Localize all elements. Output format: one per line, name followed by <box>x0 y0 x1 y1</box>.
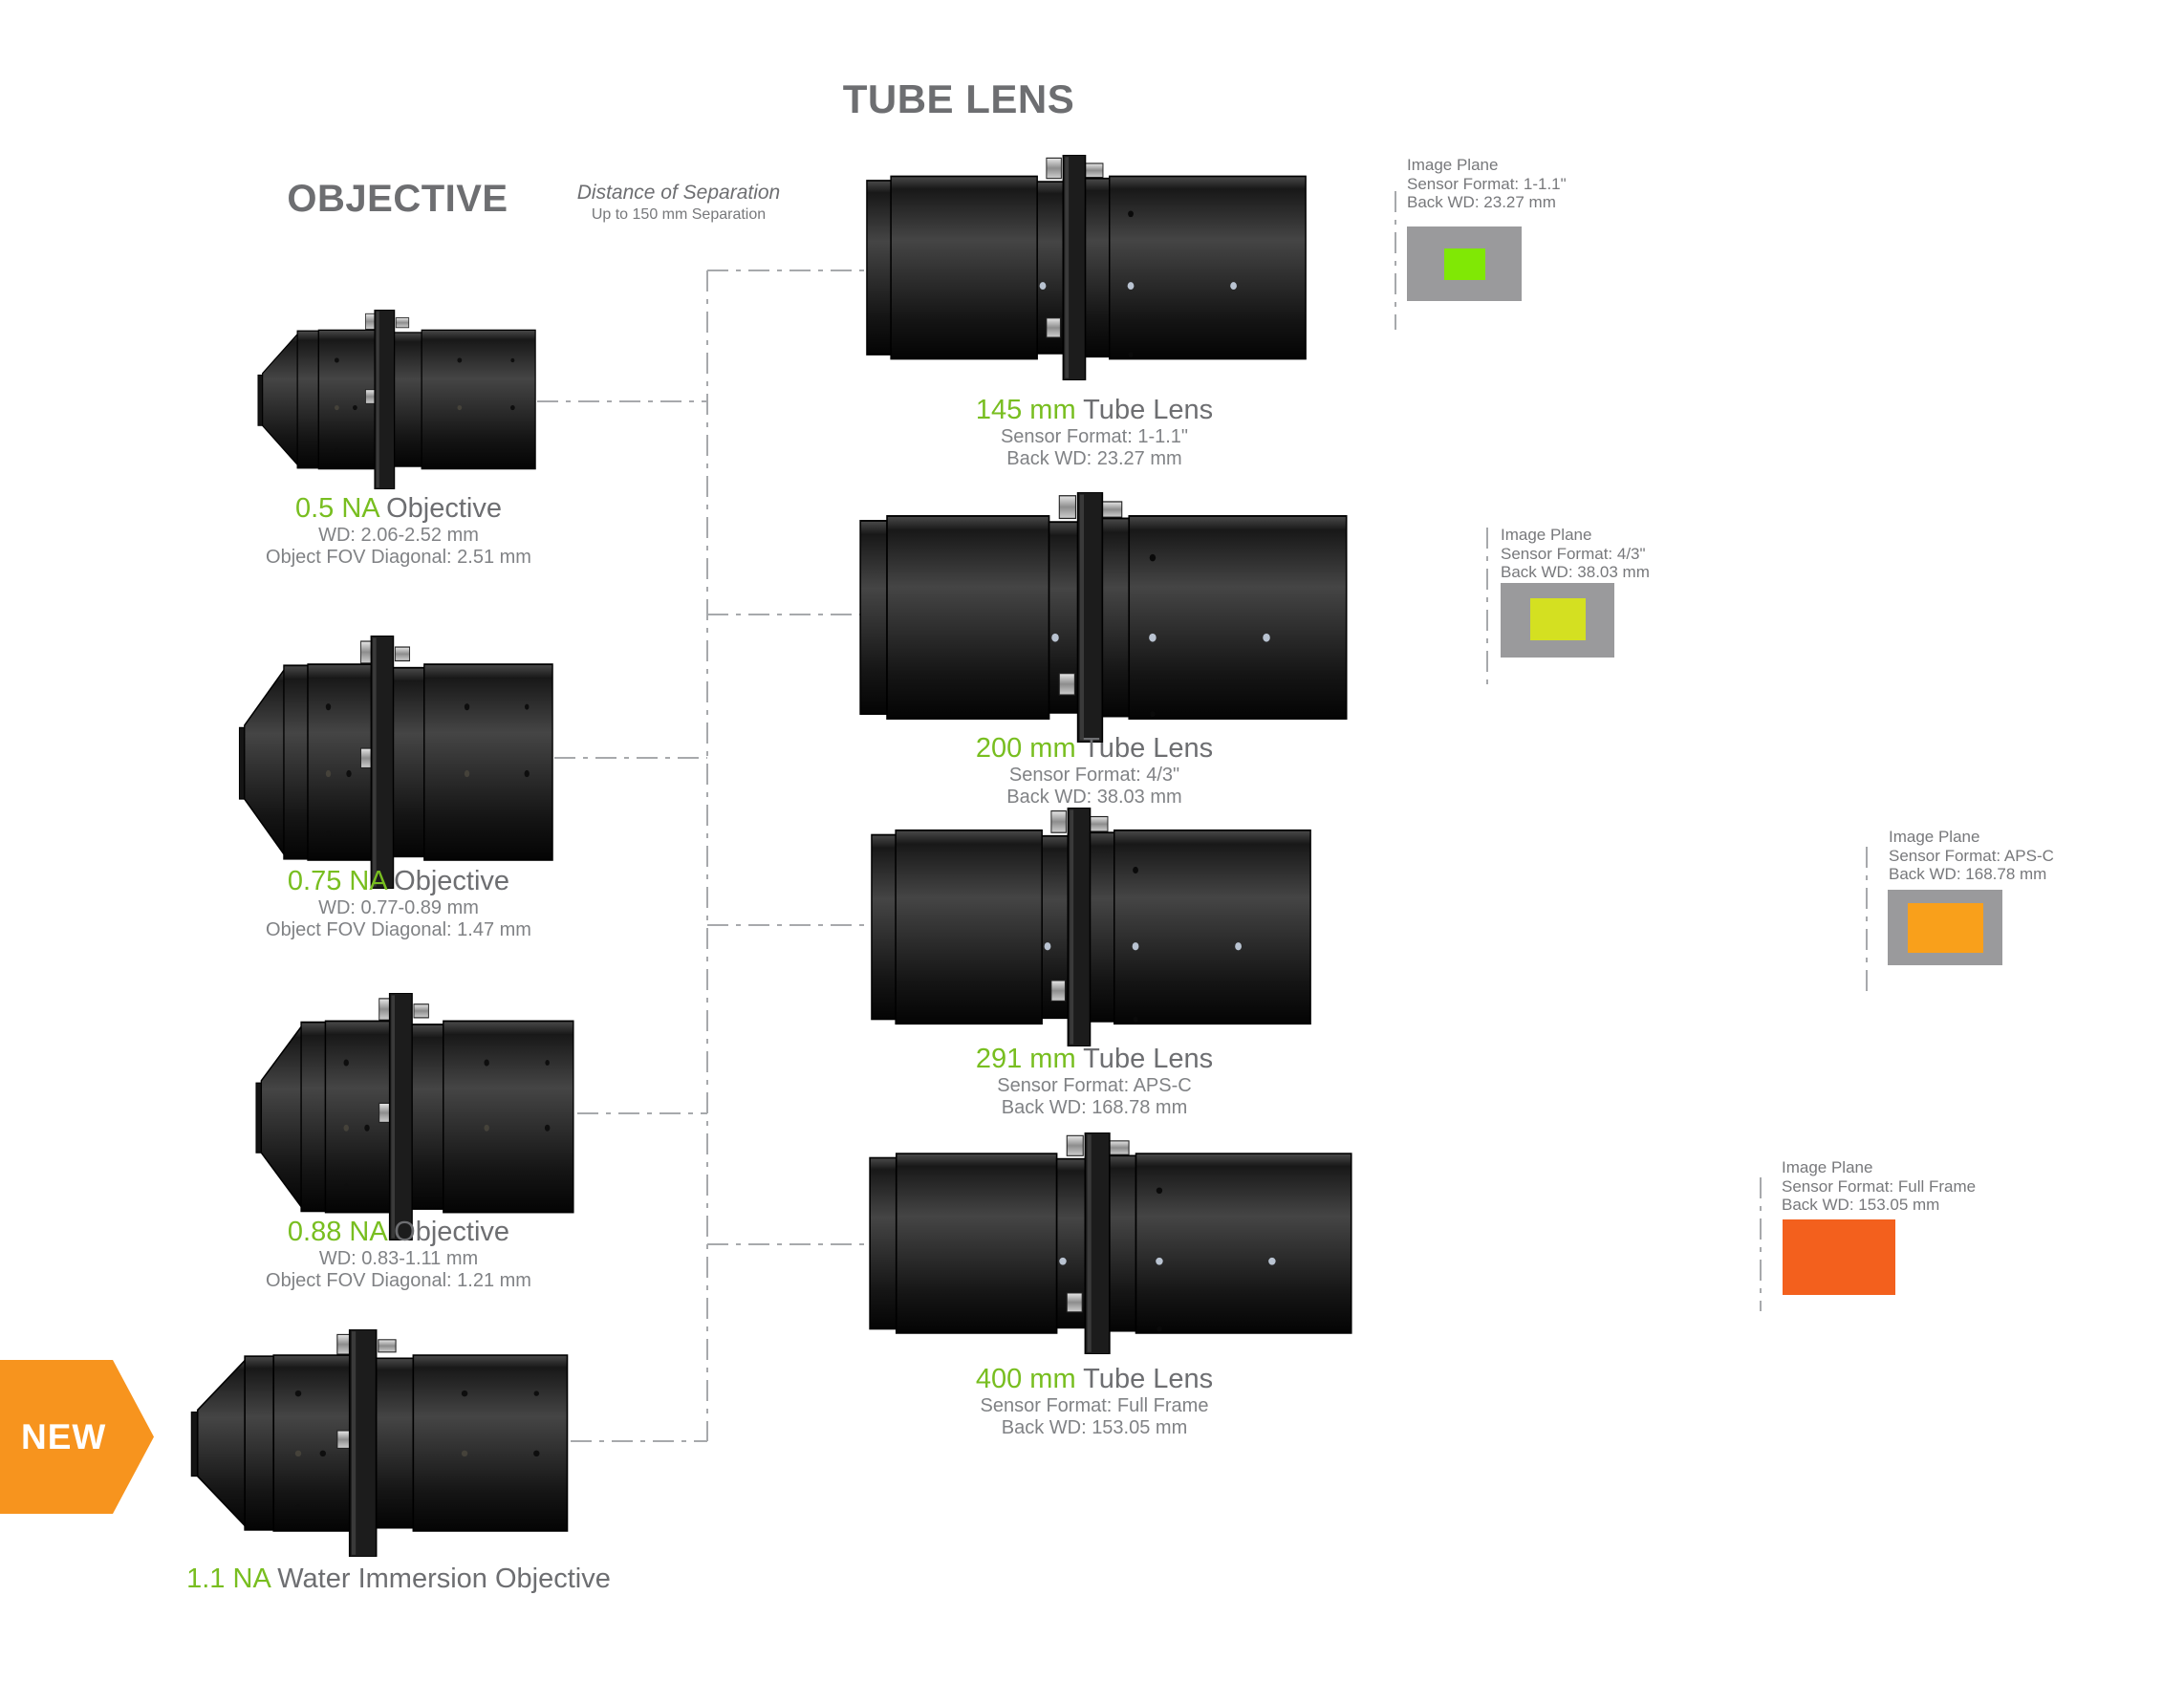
tube-lens-label-145: 145 mm Tube Lens Sensor Format: 1-1.1" B… <box>855 394 1333 470</box>
objective-na-1: 0.5 NA <box>294 493 379 524</box>
tube-lens-title-145: 145 mm Tube Lens <box>975 395 1214 425</box>
sensor-swatch-2 <box>1530 598 1586 640</box>
tube-lens-sensor-145: Sensor Format: 1-1.1" <box>1000 426 1189 447</box>
image-plane-title-2: Image Plane <box>1501 526 1592 544</box>
image-plane-box-1 <box>1407 226 1522 301</box>
image-plane-sensor-1: Sensor Format: 1-1.1" <box>1407 174 1567 193</box>
tube-lens-graphic-145 <box>866 155 1307 380</box>
objective-graphic-3 <box>255 993 574 1240</box>
new-badge: NEW <box>0 1360 154 1514</box>
tube-lens-backwd-145: Back WD: 23.27 mm <box>1006 448 1182 469</box>
image-plane-box-2 <box>1501 583 1614 658</box>
image-plane-box-3 <box>1888 890 2002 965</box>
tube-lens-backwd-291: Back WD: 168.78 mm <box>1001 1097 1188 1118</box>
objective-na-2: 0.75 NA <box>287 866 387 896</box>
objective-graphic-2 <box>238 636 553 889</box>
tube-lens-title-400: 400 mm Tube Lens <box>975 1364 1214 1394</box>
image-plane-backwd-2: Back WD: 38.03 mm <box>1501 563 1650 581</box>
objective-label-2: 0.75 NA Objective WD: 0.77-0.89 mm Objec… <box>160 865 638 941</box>
separation-note: Distance of Separation Up to 150 mm Sepa… <box>511 182 846 226</box>
image-plane-title-4: Image Plane <box>1782 1158 1873 1176</box>
tube-lens-heading: TUBE LENS <box>842 76 1075 121</box>
tube-lens-backwd-200: Back WD: 38.03 mm <box>1006 787 1182 808</box>
objective-wd-3: WD: 0.83-1.11 mm <box>318 1248 479 1269</box>
tube-lens-focal-200: 200 mm <box>975 733 1076 764</box>
objective-fov-2: Object FOV Diagonal: 1.47 mm <box>266 919 531 940</box>
separation-note-line1: Distance of Separation <box>576 182 781 204</box>
objective-fov-3: Object FOV Diagonal: 1.21 mm <box>266 1270 531 1291</box>
tube-lens-graphic-291 <box>871 808 1312 1046</box>
image-plane-sensor-4: Sensor Format: Full Frame <box>1782 1176 1977 1196</box>
objective-title-4: 1.1 NA Water Immersion Objective <box>186 1563 611 1594</box>
objective-title-3: 0.88 NA Objective <box>287 1217 510 1247</box>
sensor-swatch-3 <box>1908 903 1983 953</box>
objective-wd-1: WD: 2.06-2.52 mm <box>318 525 479 546</box>
tube-lens-label-200: 200 mm Tube Lens Sensor Format: 4/3" Bac… <box>855 732 1333 809</box>
image-plane-text-4: Image Plane Sensor Format: Full Frame Ba… <box>1782 1158 1976 1215</box>
image-plane-text-2: Image Plane Sensor Format: 4/3" Back WD:… <box>1501 526 1650 582</box>
tube-lens-label-400: 400 mm Tube Lens Sensor Format: Full Fra… <box>855 1363 1333 1439</box>
objective-na-4: 1.1 NA <box>186 1563 270 1594</box>
tube-lens-sensor-200: Sensor Format: 4/3" <box>1008 765 1180 786</box>
image-plane-backwd-1: Back WD: 23.27 mm <box>1407 193 1556 211</box>
tube-lens-graphic-400 <box>869 1132 1352 1354</box>
image-plane-sensor-2: Sensor Format: 4/3" <box>1501 544 1646 563</box>
separation-note-line2: Up to 150 mm Separation <box>591 206 767 223</box>
objective-heading: OBJECTIVE <box>287 178 508 220</box>
image-plane-title-3: Image Plane <box>1889 828 1980 846</box>
objective-title-1: 0.5 NA Objective <box>294 493 502 524</box>
sensor-swatch-1 <box>1444 248 1485 280</box>
tube-lens-graphic-200 <box>859 492 1348 743</box>
tube-lens-backwd-400: Back WD: 153.05 mm <box>1001 1417 1188 1438</box>
objective-wd-2: WD: 0.77-0.89 mm <box>318 897 479 918</box>
objective-label-4: 1.1 NA Water Immersion Objective <box>160 1563 638 1595</box>
image-plane-text-1: Image Plane Sensor Format: 1-1.1" Back W… <box>1407 156 1567 212</box>
objective-label-3: 0.88 NA Objective WD: 0.83-1.11 mm Objec… <box>160 1216 638 1292</box>
objective-na-3: 0.88 NA <box>287 1217 387 1247</box>
objective-fov-1: Object FOV Diagonal: 2.51 mm <box>266 547 531 568</box>
image-plane-backwd-3: Back WD: 168.78 mm <box>1889 865 2047 883</box>
objective-graphic-1 <box>257 310 536 489</box>
sensor-swatch-4 <box>1783 1219 1895 1295</box>
image-plane-sensor-3: Sensor Format: APS-C <box>1889 846 2054 865</box>
tube-lens-sensor-400: Sensor Format: Full Frame <box>980 1395 1209 1416</box>
tube-lens-sensor-291: Sensor Format: APS-C <box>997 1075 1192 1096</box>
tube-lens-title-200: 200 mm Tube Lens <box>975 733 1214 764</box>
objective-title-2: 0.75 NA Objective <box>287 866 510 896</box>
objective-graphic-4 <box>190 1329 569 1557</box>
tube-lens-focal-400: 400 mm <box>975 1364 1076 1394</box>
tube-lens-focal-145: 145 mm <box>975 395 1076 425</box>
tube-lens-title-291: 291 mm Tube Lens <box>975 1044 1214 1074</box>
image-plane-backwd-4: Back WD: 153.05 mm <box>1782 1196 1940 1214</box>
tube-lens-focal-291: 291 mm <box>975 1044 1076 1074</box>
tube-lens-label-291: 291 mm Tube Lens Sensor Format: APS-C Ba… <box>855 1043 1333 1119</box>
image-plane-text-3: Image Plane Sensor Format: APS-C Back WD… <box>1889 828 2054 884</box>
objective-label-1: 0.5 NA Objective WD: 2.06-2.52 mm Object… <box>160 492 638 569</box>
image-plane-title-1: Image Plane <box>1407 156 1499 174</box>
new-badge-label: NEW <box>21 1416 107 1456</box>
